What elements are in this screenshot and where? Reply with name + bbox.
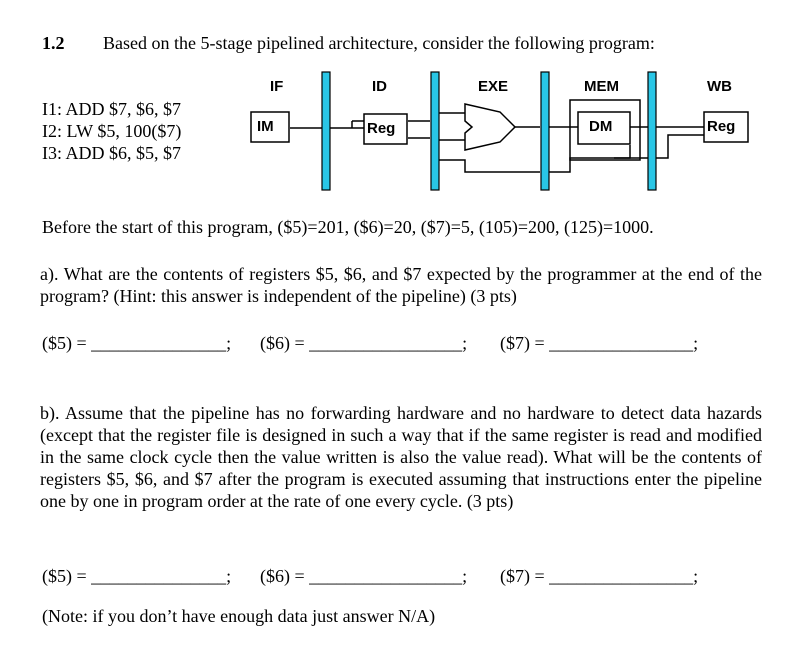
instruction-2: I2: LW $5, 100($7)	[42, 121, 182, 141]
im-box-outline	[250, 111, 290, 143]
answer-line[interactable]: _______________	[91, 566, 227, 586]
stage-label-id: ID	[372, 78, 387, 95]
wire-exe-lower	[439, 159, 540, 173]
part-a-blank-6: ($6) = _________________;	[260, 333, 468, 353]
reg-write-label: Reg	[707, 118, 736, 135]
wire-wb-lower	[656, 134, 704, 159]
dm-label: DM	[589, 118, 613, 135]
answer-line[interactable]: _________________	[309, 566, 463, 586]
initial-state: Before the start of this program, ($5)=2…	[42, 217, 654, 237]
part-b-blank-5: ($5) = _______________;	[42, 566, 232, 586]
reg-read-label: Reg	[367, 120, 396, 137]
dm-box-outline	[577, 111, 631, 145]
reg-read-box-outline	[363, 113, 408, 145]
question-number: 1.2	[42, 33, 65, 53]
exe-mem-latch	[540, 71, 550, 191]
stage-label-mem: MEM	[584, 78, 619, 95]
answer-line[interactable]: _________________	[309, 333, 463, 353]
part-a-blank-5: ($5) = _______________;	[42, 333, 232, 353]
instruction-1: I1: ADD $7, $6, $7	[42, 99, 181, 119]
reg-write-box-outline	[703, 111, 749, 143]
note: (Note: if you don’t have enough data jus…	[42, 606, 436, 626]
if-id-latch	[321, 71, 331, 191]
part-b-blank-6: ($6) = _________________;	[260, 566, 468, 586]
id-exe-latch	[430, 71, 440, 191]
part-a-blank-7: ($7) = ________________;	[500, 333, 699, 353]
answer-line[interactable]: ________________	[549, 333, 694, 353]
instruction-3: I3: ADD $6, $5, $7	[42, 143, 181, 163]
answer-line[interactable]: _______________	[91, 333, 227, 353]
alu-shape	[464, 103, 517, 151]
program-listing: I1: ADD $7, $6, $7 I2: LW $5, 100($7) I3…	[42, 98, 181, 164]
question-title: Based on the 5-stage pipelined architect…	[103, 33, 655, 53]
im-label: IM	[257, 118, 274, 135]
pipeline-diagram	[250, 71, 749, 191]
mem-wb-latch	[647, 71, 657, 191]
stage-label-exe: EXE	[478, 78, 509, 95]
stage-label-if: IF	[270, 78, 284, 95]
part-a-text: a). What are the contents of registers $…	[40, 264, 762, 306]
mem-area-outline	[569, 99, 641, 161]
stage-label-wb: WB	[707, 78, 732, 95]
answer-line[interactable]: ________________	[549, 566, 694, 586]
part-b-text: b). Assume that the pipeline has no forw…	[40, 403, 762, 511]
part-b-blank-7: ($7) = ________________;	[500, 566, 699, 586]
